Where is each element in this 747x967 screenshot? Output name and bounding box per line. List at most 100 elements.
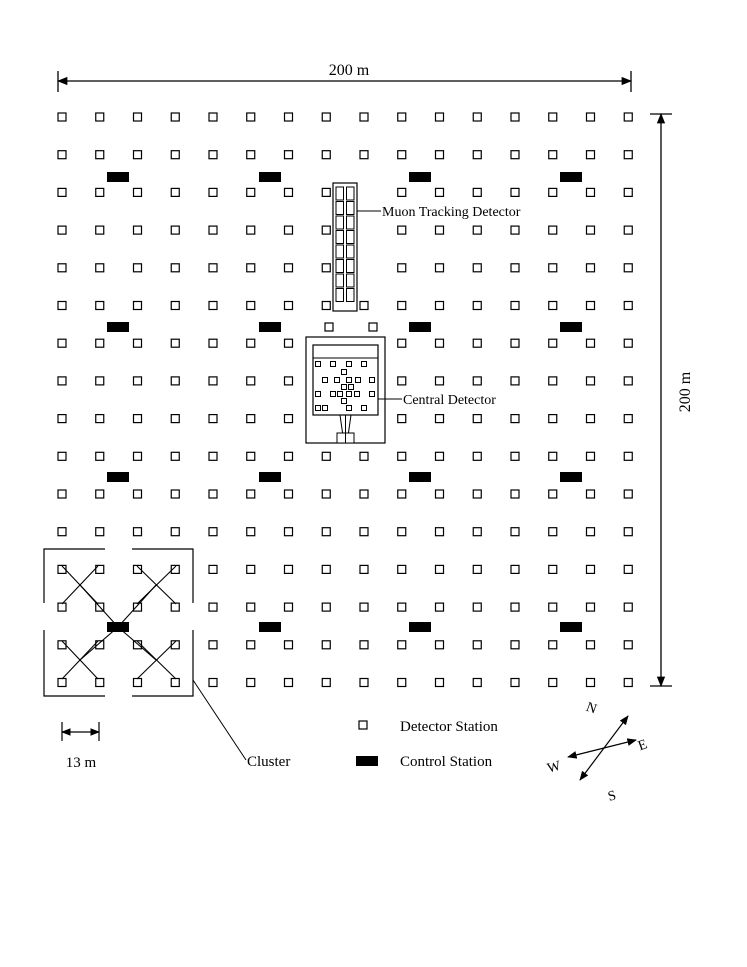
- central-detector-cell: [355, 377, 361, 383]
- detector-station: [472, 338, 482, 348]
- detector-station: [623, 564, 633, 575]
- detector-station: [472, 527, 482, 537]
- detector-station: [359, 451, 369, 461]
- central-detector-cell: [348, 384, 354, 390]
- detector-station: [246, 527, 256, 537]
- detector-station: [170, 677, 180, 688]
- detector-station: [132, 225, 143, 235]
- detector-station: [170, 112, 180, 122]
- cluster-leader: [192, 679, 247, 761]
- cluster-outline: [43, 548, 194, 697]
- detector-station: [321, 300, 331, 311]
- compass-w-label: W: [546, 758, 563, 776]
- detector-station: [57, 451, 67, 461]
- detector-station: [246, 414, 256, 424]
- detector-station: [472, 187, 482, 197]
- control-station: [107, 322, 129, 332]
- detector-station: [57, 527, 67, 537]
- detector-station: [623, 376, 633, 386]
- control-station: [560, 172, 582, 182]
- detector-station: [283, 602, 294, 612]
- detector-station: [208, 489, 218, 499]
- detector-station: [170, 564, 180, 575]
- detector-station: [208, 150, 218, 160]
- width-dimension-label: 200 m: [329, 62, 370, 79]
- detector-station: [397, 263, 407, 273]
- detector-station: [510, 187, 520, 197]
- detector-station: [397, 677, 407, 688]
- detector-station: [246, 263, 256, 273]
- detector-station: [170, 414, 180, 424]
- detector-station: [283, 489, 294, 499]
- detector-station: [434, 564, 445, 575]
- detector-station: [321, 263, 331, 273]
- detector-station: [283, 150, 294, 160]
- detector-station: [95, 451, 105, 461]
- detector-station: [623, 187, 633, 197]
- detector-station: [246, 225, 256, 235]
- detector-station: [510, 414, 520, 424]
- central-detector-cell: [322, 405, 328, 411]
- detector-station: [95, 150, 105, 160]
- detector-station: [434, 150, 445, 160]
- muon-cell: [346, 201, 355, 215]
- detector-station-grid: [57, 112, 633, 688]
- cluster-label: Cluster: [247, 754, 290, 770]
- detector-station: [585, 564, 596, 575]
- detector-station: [57, 112, 67, 122]
- detector-station: [246, 300, 256, 311]
- detector-station: [283, 640, 294, 650]
- detector-station: [132, 376, 143, 386]
- detector-station: [95, 527, 105, 537]
- central-detector-cell: [361, 361, 367, 367]
- central-detector-cell: [361, 405, 367, 411]
- detector-station: [397, 150, 407, 160]
- control-station: [560, 622, 582, 632]
- detector-station: [359, 112, 369, 122]
- central-detector-cell: [341, 384, 347, 390]
- control-station: [409, 472, 431, 482]
- detector-station: [321, 150, 331, 160]
- detector-station: [208, 527, 218, 537]
- detector-station: [585, 338, 596, 348]
- detector-station: [623, 263, 633, 273]
- central-label: Central Detector: [403, 393, 496, 408]
- control-station: [107, 472, 129, 482]
- detector-station: [548, 414, 558, 424]
- legend-control-label: Control Station: [400, 754, 493, 770]
- detector-station: [132, 150, 143, 160]
- detector-station: [472, 602, 482, 612]
- detector-station: [208, 338, 218, 348]
- detector-station: [434, 640, 445, 650]
- detector-station: [208, 112, 218, 122]
- detector-station: [359, 640, 369, 650]
- detector-station: [548, 602, 558, 612]
- detector-station: [132, 564, 143, 575]
- legend: Detector Station Control Station: [356, 719, 498, 770]
- detector-station: [472, 677, 482, 688]
- detector-station: [359, 150, 369, 160]
- detector-station: [397, 187, 407, 197]
- detector-station: [397, 338, 407, 348]
- detector-station: [585, 489, 596, 499]
- muon-cell: [335, 215, 344, 230]
- compass-n-label: N: [584, 700, 599, 718]
- detector-station: [246, 376, 256, 386]
- central-detector: Central Detector: [305, 336, 496, 444]
- detector-station: [548, 150, 558, 160]
- central-detector-cell: [334, 377, 340, 383]
- detector-station: [132, 527, 143, 537]
- detector-station: [434, 338, 445, 348]
- detector-station: [585, 602, 596, 612]
- detector-station: [170, 225, 180, 235]
- control-station: [409, 172, 431, 182]
- compass-e-label: E: [636, 737, 649, 754]
- detector-station: [397, 376, 407, 386]
- detector-station: [208, 677, 218, 688]
- detector-station: [324, 322, 334, 332]
- control-station: [560, 322, 582, 332]
- detector-station: [623, 338, 633, 348]
- detector-station: [208, 263, 218, 273]
- muon-cell: [335, 244, 344, 259]
- detector-station: [434, 451, 445, 461]
